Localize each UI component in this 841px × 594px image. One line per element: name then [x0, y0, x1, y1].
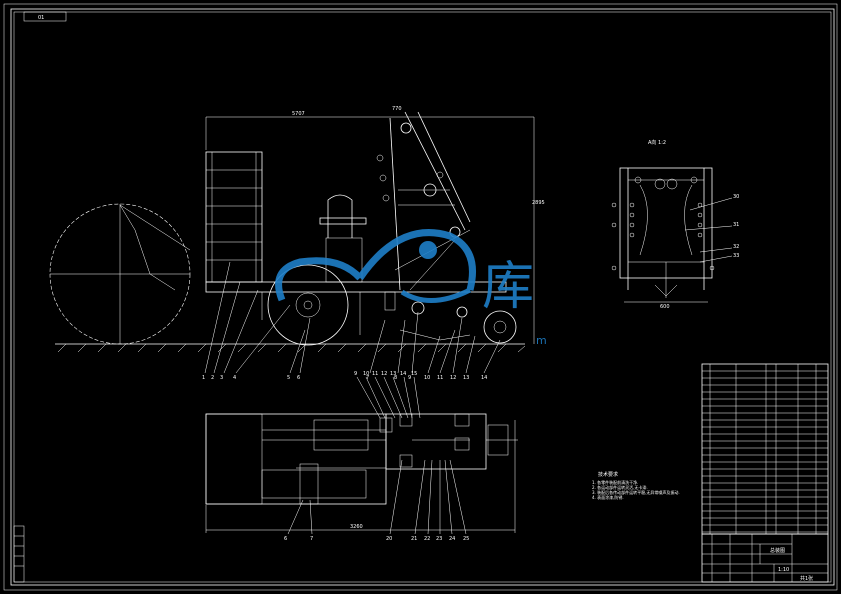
- part-number: 8: [394, 375, 397, 381]
- detail-label: 30: [733, 194, 739, 200]
- revision-strip: [13, 525, 25, 583]
- tray-rack: [205, 151, 263, 283]
- leader-lines: [204, 261, 501, 374]
- part-number: 7: [310, 536, 313, 542]
- plan-part-numbers-top: 9 10 11 12 13 14 15: [354, 371, 417, 377]
- tech-notes: 技术要求 1. 各零件装配前清洗干净. 2. 各运动部件运转灵活,无卡滞. 3.…: [592, 471, 680, 500]
- plan-view: 3260: [205, 376, 518, 535]
- drive-wheel: [267, 264, 349, 346]
- dim-top: 770: [392, 106, 402, 112]
- tech-notes-title: 技术要求: [598, 471, 618, 478]
- dim-length: 3260: [350, 524, 363, 530]
- drawing-name: 总装图: [770, 547, 785, 554]
- side-part-numbers: 1 2 3 4 5 6 7 8 9 10 11 12 13 14: [202, 375, 487, 381]
- drawing-frame: [13, 11, 832, 583]
- detail-label: 32: [733, 244, 739, 250]
- parts-list-rows: [702, 370, 828, 533]
- plan-part-numbers-bottom: 6 7 20 21 22 23 24 25: [284, 536, 469, 542]
- part-number: 14: [400, 371, 406, 377]
- part-number: 6: [284, 536, 287, 542]
- inner-border: [10, 8, 835, 586]
- dim-height: 2895: [532, 200, 545, 206]
- part-number: 13: [390, 371, 396, 377]
- watermark-logo: 库 m: [275, 229, 547, 347]
- part-number: 14: [481, 375, 487, 381]
- tech-note-line: 3. 装配后各传动部件运转平稳,无异常噪声及振动.: [592, 489, 680, 495]
- part-number: 9: [408, 375, 411, 381]
- title-block: 总装图 1:10 共1张: [701, 533, 829, 583]
- dim-overall: 5707: [292, 111, 305, 117]
- code-box: [23, 11, 67, 22]
- part-number: 6: [297, 375, 300, 381]
- sheet-count: 共1张: [800, 575, 813, 582]
- part-number: 22: [424, 536, 430, 542]
- outer-border: [3, 3, 838, 591]
- part-number: 21: [411, 536, 417, 542]
- part-number: 11: [437, 375, 443, 381]
- drawing-scale: 1:10: [778, 567, 789, 573]
- part-number: 10: [363, 371, 369, 377]
- detail-title: A向 1:2: [648, 139, 666, 146]
- part-number: 11: [372, 371, 378, 377]
- tech-note-line: 1. 各零件装配前清洗干净.: [592, 479, 638, 485]
- tech-note-line: 4. 表面涂漆,防锈.: [592, 494, 624, 500]
- code-box-text: 01: [38, 15, 44, 21]
- plan-frame: [205, 413, 387, 505]
- detail-view: A向 1:2 600 30 31 32 33: [611, 139, 739, 310]
- detail-frame: [619, 167, 713, 279]
- part-number: 4: [233, 375, 236, 381]
- side-view: 5707 770 2895: [49, 106, 545, 374]
- part-number: 3: [220, 375, 223, 381]
- part-number: 23: [436, 536, 442, 542]
- part-number: 24: [449, 536, 455, 542]
- detail-label: 31: [733, 222, 739, 228]
- part-number: 13: [463, 375, 469, 381]
- detail-dim-bottom: 600: [660, 304, 670, 310]
- part-number: 9: [354, 371, 357, 377]
- detail-label: 33: [733, 253, 739, 259]
- part-number: 1: [202, 375, 205, 381]
- part-number: 2: [211, 375, 214, 381]
- part-number: 15: [411, 371, 417, 377]
- part-number: 5: [287, 375, 290, 381]
- part-number: 10: [424, 375, 430, 381]
- part-number: 7: [366, 375, 369, 381]
- planting-mast: [376, 111, 471, 291]
- seat: [327, 194, 353, 238]
- main-frame: [205, 281, 507, 293]
- parts-list: [701, 363, 829, 535]
- watermark-glyph: 库: [482, 257, 534, 317]
- front-wheel: [483, 310, 517, 344]
- part-number: 12: [381, 371, 387, 377]
- watermark-suffix: m: [536, 334, 547, 347]
- part-number: 20: [386, 536, 392, 542]
- part-number: 25: [463, 536, 469, 542]
- tech-note-line: 2. 各运动部件运转灵活,无卡滞.: [592, 484, 648, 490]
- part-number: 12: [450, 375, 456, 381]
